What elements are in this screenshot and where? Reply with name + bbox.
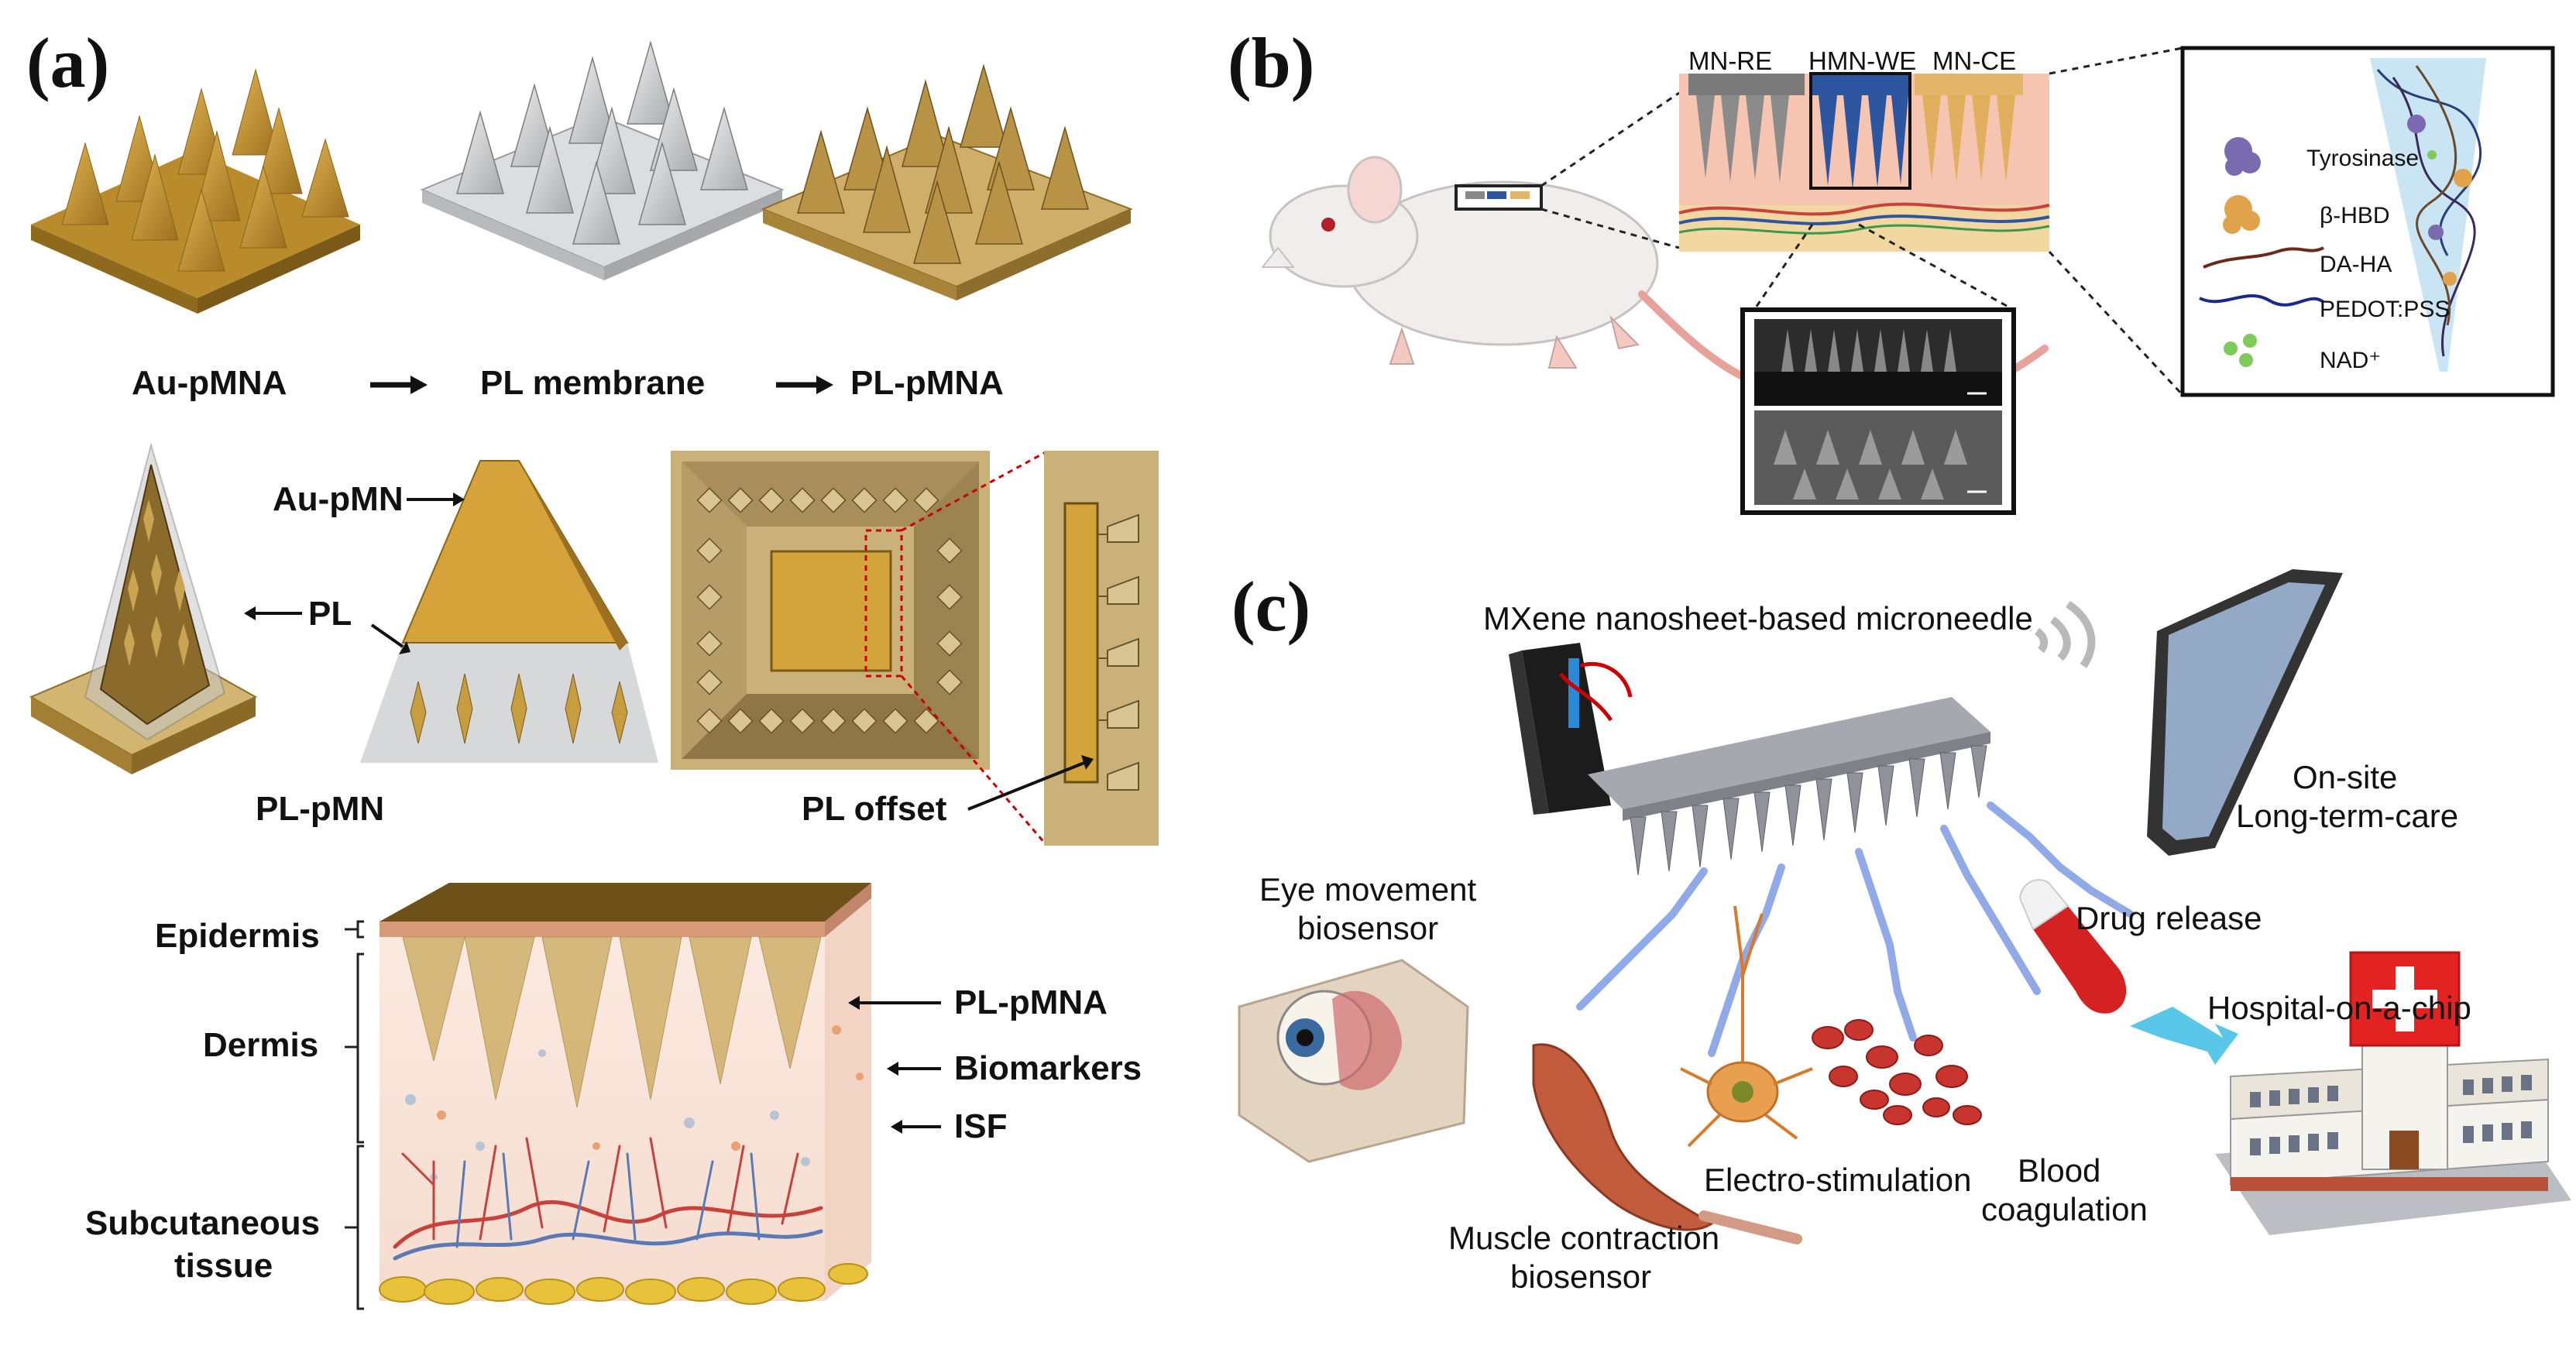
electrode-re-label: MN-RE (1688, 46, 1773, 75)
hospital-arrow (2130, 1007, 2238, 1065)
stimulator-device (1509, 643, 1633, 815)
muscle-contraction-label-1: Muscle contraction (1448, 1220, 1720, 1256)
epidermis-label: Epidermis (155, 917, 320, 955)
mxene-title: MXene nanosheet-based microneedle (1483, 600, 2033, 637)
eye-movement-label-2: biosensor (1297, 910, 1439, 946)
blood-coagulation-label-1: Blood (2018, 1152, 2101, 1189)
legend-da-ha: DA-HA (2320, 252, 2392, 277)
panel-b-graphics (1260, 46, 2555, 515)
legend-tyrosinase: Tyrosinase (2306, 146, 2420, 171)
pl-membrane-array (420, 40, 785, 280)
skin-arrows (848, 996, 941, 1134)
muscle-model (1532, 1043, 1802, 1244)
biomarkers-label: Biomarkers (954, 1049, 1142, 1087)
electro-stimulation-label: Electro-stimulation (1704, 1162, 1972, 1198)
composition-legend (2180, 46, 2555, 397)
isf-label: ISF (954, 1107, 1008, 1145)
electrode-ce-label: MN-CE (1932, 46, 2017, 75)
eye-model (1238, 959, 1469, 1163)
sem-inset (1740, 307, 2016, 515)
pl-label: PL (308, 595, 352, 633)
skin-patch-zoom (1678, 72, 2050, 252)
au-pmna-array (31, 68, 360, 314)
pl-offset-section (671, 451, 1159, 846)
pl-pmna-label: PL-pMNA (850, 364, 1004, 402)
skin-block (379, 883, 871, 1305)
skin-brackets (345, 920, 364, 1310)
legend-hbd: β-HBD (2320, 203, 2390, 228)
legend-nad: NAD⁺ (2320, 348, 2382, 373)
pl-membrane-label: PL membrane (480, 364, 706, 402)
panel-c-letter: (c) (1231, 567, 1311, 646)
onsite-label-1: On-site (2293, 759, 2398, 795)
wireless-icon (2034, 600, 2096, 668)
pl-pmn-label: PL-pMN (256, 790, 385, 828)
onsite-label-2: Long-term-care (2236, 798, 2459, 834)
panel-a-letter: (a) (26, 23, 110, 102)
mxene-microneedle-patch (1588, 697, 1990, 876)
tablet-icon (2147, 569, 2343, 856)
au-pmn-zoom (360, 460, 658, 763)
drug-release-label: Drug release (2076, 900, 2262, 936)
hospital-label: Hospital-on-a-chip (2207, 990, 2471, 1026)
au-pmn-label: Au-pMN (273, 480, 404, 518)
hospital-building (2215, 951, 2571, 1235)
panel-a-graphics (29, 40, 1159, 1310)
mid-arrows (244, 493, 1094, 811)
pl-pmn-single (29, 442, 258, 774)
electrode-we-label: HMN-WE (1808, 46, 1917, 75)
panel-b-letter: (b) (1228, 23, 1315, 102)
subcutaneous-label-2: tissue (174, 1247, 273, 1285)
process-arrows (370, 376, 833, 394)
eye-movement-label-1: Eye movement (1259, 871, 1477, 908)
skin-pl-pmna-label: PL-pMNA (954, 983, 1108, 1021)
legend-pedot: PEDOT:PSS (2320, 297, 2451, 322)
pl-pmna-array (761, 64, 1133, 300)
panel-c-graphics (1238, 569, 2571, 1244)
muscle-contraction-label-2: biosensor (1510, 1258, 1652, 1295)
rat-illustration (1260, 156, 2049, 408)
drug-capsule (2018, 879, 2127, 1014)
subcutaneous-label-1: Subcutaneous (85, 1204, 321, 1242)
dermis-label: Dermis (203, 1026, 319, 1064)
neuron-icon (1680, 905, 1813, 1148)
pl-offset-label: PL offset (802, 790, 947, 828)
au-pmna-label: Au-pMNA (132, 364, 287, 402)
blood-coagulation-label-2: coagulation (1981, 1191, 2148, 1227)
blood-cells (1812, 1019, 1982, 1125)
